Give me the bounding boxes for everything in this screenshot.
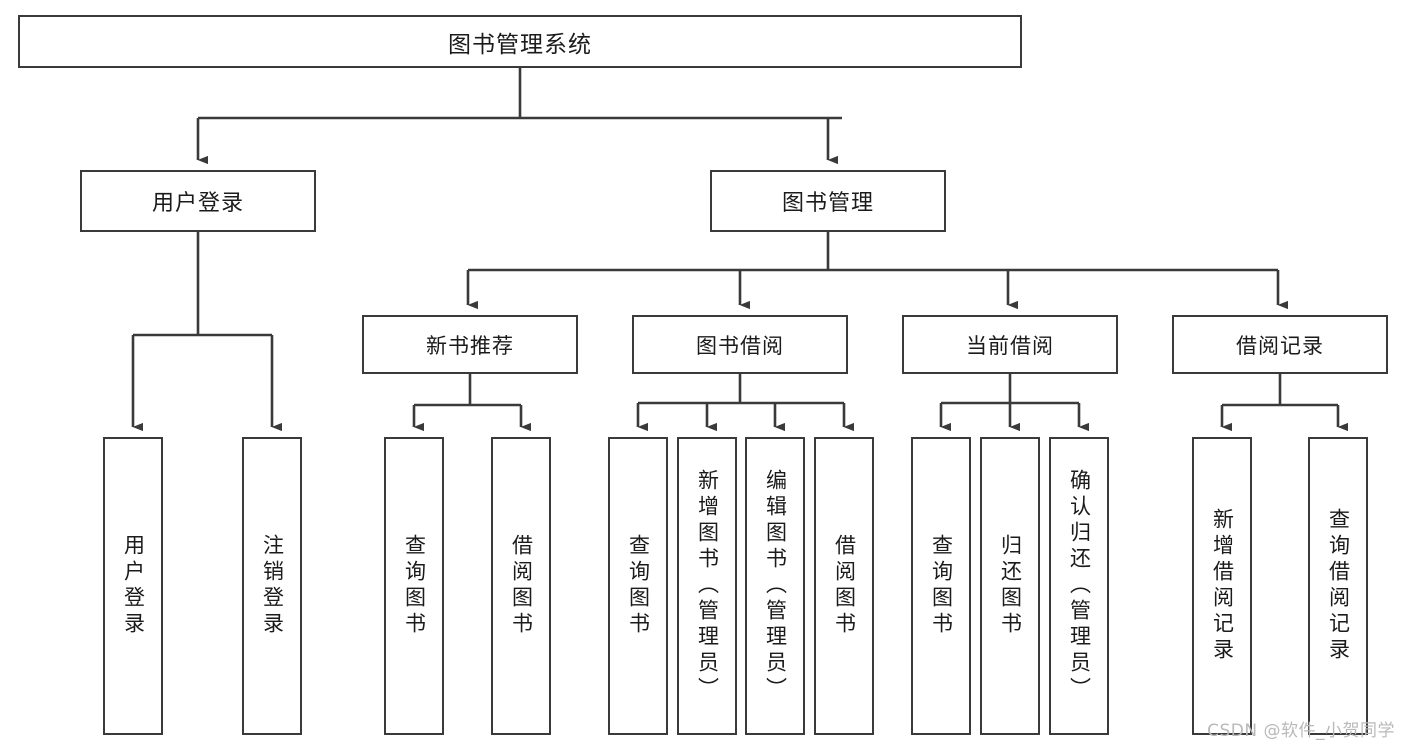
leaf-new-book-borrow[interactable]: 借阅图书 (491, 437, 551, 735)
node-new-book-recommend[interactable]: 新书推荐 (362, 315, 578, 374)
node-borrow-record[interactable]: 借阅记录 (1172, 315, 1388, 374)
node-user-login[interactable]: 用户登录 (80, 170, 316, 232)
node-current-borrow[interactable]: 当前借阅 (902, 315, 1118, 374)
node-label: 注销登录 (260, 534, 285, 638)
node-label: 新增图书（管理员） (695, 469, 720, 703)
node-book-borrow[interactable]: 图书借阅 (632, 315, 848, 374)
node-label: 借阅图书 (832, 534, 857, 638)
node-label: 确认归还（管理员） (1067, 469, 1092, 703)
node-label: 查询图书 (402, 534, 427, 638)
leaf-borrow-borrow-book[interactable]: 借阅图书 (814, 437, 874, 735)
leaf-user-logout[interactable]: 注销登录 (242, 437, 302, 735)
leaf-borrow-add-book-admin[interactable]: 新增图书（管理员） (677, 437, 737, 735)
node-label: 查询图书 (626, 534, 651, 638)
leaf-record-add[interactable]: 新增借阅记录 (1192, 437, 1252, 735)
node-label: 用户登录 (151, 191, 244, 216)
node-root-system[interactable]: 图书管理系统 (18, 15, 1022, 68)
node-label: 归还图书 (998, 534, 1023, 638)
node-book-management[interactable]: 图书管理 (710, 170, 946, 232)
node-label: 编辑图书（管理员） (763, 469, 788, 703)
leaf-borrow-query-book[interactable]: 查询图书 (608, 437, 668, 735)
leaf-borrow-edit-book-admin[interactable]: 编辑图书（管理员） (745, 437, 805, 735)
node-label: 查询图书 (929, 534, 954, 638)
node-label: 借阅图书 (509, 534, 534, 638)
node-label: 新增借阅记录 (1210, 508, 1235, 664)
node-label: 查询借阅记录 (1326, 508, 1351, 664)
csdn-watermark: CSDN @软件_小贺同学 (1207, 721, 1395, 741)
node-label: 新书推荐 (426, 333, 514, 358)
node-label: 图书管理 (781, 191, 874, 216)
node-label: 图书借阅 (696, 333, 784, 358)
leaf-new-book-query[interactable]: 查询图书 (384, 437, 444, 735)
leaf-current-return-book[interactable]: 归还图书 (980, 437, 1040, 735)
node-label: 图书管理系统 (448, 31, 592, 58)
leaf-current-query-book[interactable]: 查询图书 (911, 437, 971, 735)
leaf-record-query[interactable]: 查询借阅记录 (1308, 437, 1368, 735)
node-label: 借阅记录 (1236, 333, 1324, 358)
leaf-user-login[interactable]: 用户登录 (103, 437, 163, 735)
leaf-current-confirm-return-admin[interactable]: 确认归还（管理员） (1049, 437, 1109, 735)
node-label: 用户登录 (121, 534, 146, 638)
node-label: 当前借阅 (966, 333, 1054, 358)
